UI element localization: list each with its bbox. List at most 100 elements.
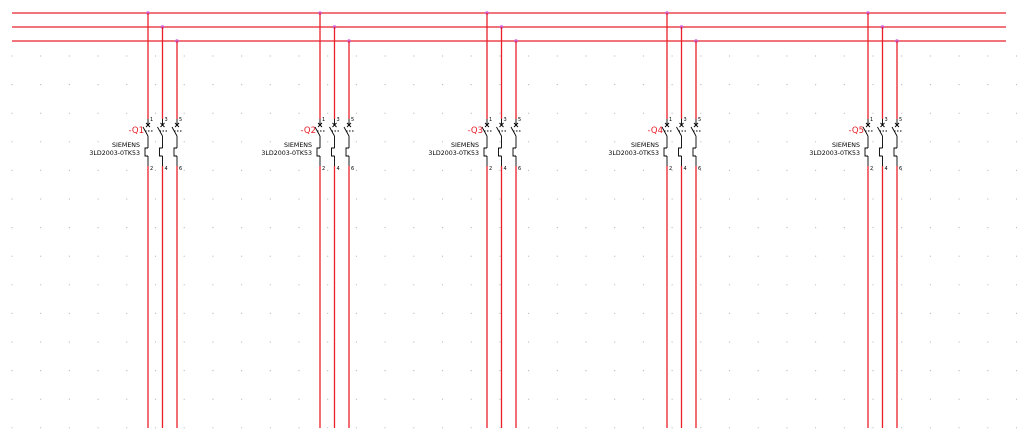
grid-dot <box>642 398 645 400</box>
grid-dot <box>441 198 444 200</box>
grid-dot <box>585 169 587 171</box>
switch-pole-1 <box>661 119 673 166</box>
grid-dot <box>327 141 329 143</box>
grid-dot <box>212 398 214 400</box>
grid-dot <box>355 198 357 200</box>
grid-dot <box>154 227 157 229</box>
pin-number-top: 3 <box>337 117 340 123</box>
grid-dot <box>929 55 932 57</box>
grid-dot <box>441 370 444 372</box>
grid-dot <box>298 341 300 343</box>
grid-dot <box>556 341 558 343</box>
grid-dot <box>327 84 329 86</box>
grid-dot <box>269 227 271 229</box>
grid-dot <box>728 284 731 286</box>
grid-dot <box>40 427 42 429</box>
grid-dot <box>728 84 731 86</box>
grid-dot <box>269 141 271 143</box>
grid-dot <box>413 198 415 200</box>
grid-dot <box>384 84 386 86</box>
grid-dot <box>1015 169 1018 171</box>
grid-dot <box>212 284 214 286</box>
grid-dot <box>958 55 960 57</box>
grid-dot <box>872 398 874 400</box>
grid-dot <box>269 341 271 343</box>
grid-dot <box>1015 341 1018 343</box>
switch-blade <box>329 126 335 137</box>
switch-blade <box>314 126 321 137</box>
grid-dot <box>987 284 989 286</box>
grid-dot <box>40 284 42 286</box>
grid-dot <box>671 398 673 400</box>
grid-dot <box>154 55 157 57</box>
grid-dot <box>728 141 731 143</box>
grid-dot <box>671 169 673 171</box>
grid-dot <box>241 112 243 114</box>
grid-dot <box>470 112 472 114</box>
breaker-part-number: 3LD2003-0TK53 <box>428 150 479 157</box>
grid-dot <box>929 398 932 400</box>
pin-number-bottom: 6 <box>698 166 701 172</box>
grid-dot <box>269 84 271 86</box>
grid-dot <box>815 141 817 143</box>
pin-number-bottom: 4 <box>165 166 168 172</box>
grid-dot <box>728 398 731 400</box>
grid-dot <box>298 169 300 171</box>
grid-dot <box>815 398 817 400</box>
grid-dot <box>413 312 415 314</box>
grid-dot <box>97 169 99 171</box>
grid-dot <box>241 198 243 200</box>
grid-dot <box>700 398 702 400</box>
grid-dot <box>154 284 157 286</box>
grid-dot <box>499 84 501 86</box>
grid-dot <box>958 141 960 143</box>
grid-dot <box>786 141 788 143</box>
grid-dot <box>241 169 243 171</box>
grid-dot <box>556 112 558 114</box>
contact-mark <box>317 122 323 128</box>
grid-dot <box>241 398 243 400</box>
grid-dot <box>126 198 128 200</box>
grid-dot <box>298 141 300 143</box>
grid-dot <box>556 55 558 57</box>
breaker-tag: -Q1 <box>129 126 144 136</box>
grid-dot <box>786 312 788 314</box>
grid-dot <box>958 427 960 429</box>
grid-dot <box>212 427 214 429</box>
grid-dot <box>700 84 702 86</box>
switch-blade <box>481 126 488 137</box>
grid-dot <box>987 169 989 171</box>
thermal-element <box>159 147 163 157</box>
grid-dot <box>126 169 128 171</box>
grid-dot <box>97 341 99 343</box>
contact-mark <box>332 122 337 128</box>
grid-dot <box>700 169 702 171</box>
grid-dot <box>384 312 386 314</box>
pin-number-bottom: 2 <box>489 166 492 172</box>
grid-dot <box>585 141 587 143</box>
pin-number-bottom: 6 <box>899 166 902 172</box>
switch-blade <box>496 126 502 137</box>
grid-dot <box>97 398 99 400</box>
grid-dot <box>528 198 530 200</box>
grid-dot <box>241 284 243 286</box>
grid-dot <box>528 84 530 86</box>
grid-dot <box>298 312 300 314</box>
grid-dot <box>700 370 702 372</box>
grid-dot <box>642 370 645 372</box>
grid-dot <box>786 198 788 200</box>
grid-dot <box>499 398 501 400</box>
grid-dot <box>700 227 702 229</box>
grid-dot <box>470 341 472 343</box>
grid-dot <box>528 341 530 343</box>
grid-dot <box>212 169 214 171</box>
grid-dot <box>757 227 759 229</box>
switch-pole-2 <box>676 119 688 166</box>
grid-dot <box>241 227 243 229</box>
pin-number-bottom: 2 <box>150 166 153 172</box>
grid-dot <box>327 284 329 286</box>
grid-dot <box>528 427 530 429</box>
grid-dot <box>241 370 243 372</box>
